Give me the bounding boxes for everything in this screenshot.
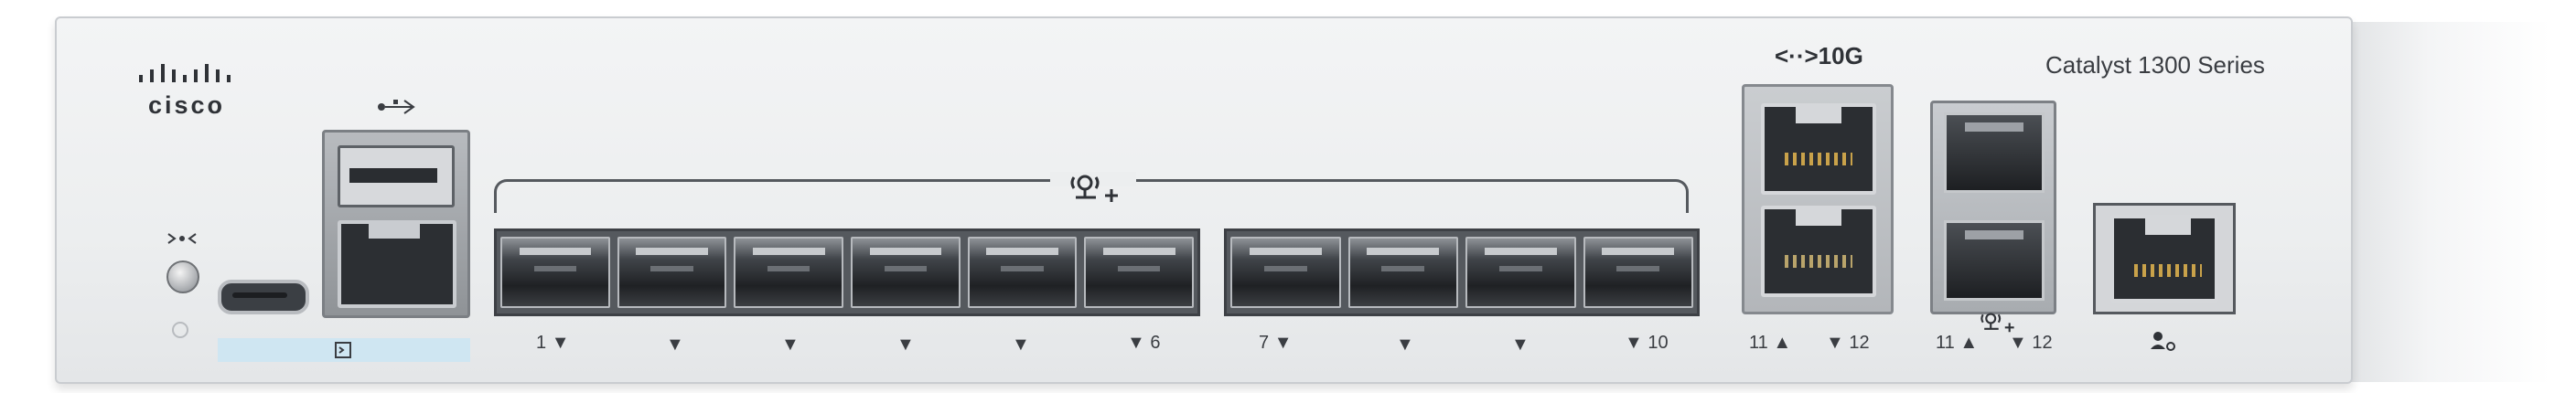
- port-led-arrow-9: ▼: [1511, 335, 1530, 355]
- sfp-port-3[interactable]: [734, 237, 844, 308]
- port-led-arrow-5: ▼: [1012, 335, 1030, 355]
- port-label-6: ▼ 6: [1127, 333, 1161, 353]
- usb-c-console-port[interactable]: [218, 280, 309, 314]
- management-port-module: [2093, 203, 2236, 314]
- rj45-port-12[interactable]: [1761, 206, 1876, 297]
- port-label-1: 1 ▼: [536, 333, 570, 353]
- combo-label-12: ▼ 12: [2009, 333, 2053, 353]
- reset-button[interactable]: [166, 260, 199, 293]
- status-led: [172, 322, 188, 338]
- reset-icon: [167, 233, 197, 244]
- sfp-port-6[interactable]: [1084, 237, 1195, 308]
- poe-plus-icon: [1070, 175, 1118, 202]
- combo-poe-plus-icon: [1980, 313, 2014, 333]
- combo-label-11: 11 ▲: [1936, 333, 1979, 353]
- console-icon: [335, 342, 351, 358]
- model-series-label: Catalyst 1300 Series: [2045, 51, 2265, 79]
- sfp-port-5[interactable]: [967, 237, 1078, 308]
- port-label-11: 11 ▲: [1749, 333, 1792, 353]
- sfp-port-2[interactable]: [617, 237, 727, 308]
- combo-sfp-port-11[interactable]: [1944, 112, 2045, 193]
- sfp-port-group-1-6: [494, 228, 1200, 316]
- usb-icon: [378, 100, 415, 114]
- sfp-port-group-7-10: [1224, 228, 1700, 316]
- port-led-arrow-8: ▼: [1396, 335, 1414, 355]
- 10g-rj45-module: [1742, 84, 1894, 314]
- management-rj45-port[interactable]: [2110, 215, 2218, 303]
- port-led-arrow-4: ▼: [896, 335, 915, 355]
- cisco-logo-text: cisco: [148, 91, 226, 119]
- 10g-label: <··>10G: [1775, 42, 1863, 69]
- sfp-port-8[interactable]: [1347, 237, 1458, 308]
- combo-sfp-module: [1930, 101, 2056, 314]
- rj45-console-port[interactable]: [338, 220, 456, 308]
- port-label-10: ▼ 10: [1625, 333, 1669, 353]
- sfp-port-7[interactable]: [1230, 237, 1341, 308]
- port-led-arrow-2: ▼: [666, 335, 684, 355]
- port-label-12: ▼ 12: [1826, 333, 1870, 353]
- port-label-7: 7 ▼: [1259, 333, 1293, 353]
- sfp-port-10[interactable]: [1583, 237, 1693, 308]
- port-led-arrow-3: ▼: [781, 335, 800, 355]
- chassis-side-edge: [2349, 22, 2550, 382]
- console-label-strip: [218, 338, 470, 362]
- sfp-port-1[interactable]: [500, 237, 610, 308]
- usb-console-module: [322, 130, 470, 318]
- sfp-port-9[interactable]: [1465, 237, 1576, 308]
- cisco-logo-bars-icon: [139, 64, 231, 82]
- usb-a-port[interactable]: [338, 145, 455, 207]
- management-user-icon: [2151, 332, 2175, 351]
- sfp-port-4[interactable]: [851, 237, 961, 308]
- rj45-port-11[interactable]: [1761, 103, 1876, 195]
- combo-sfp-port-12[interactable]: [1944, 220, 2045, 301]
